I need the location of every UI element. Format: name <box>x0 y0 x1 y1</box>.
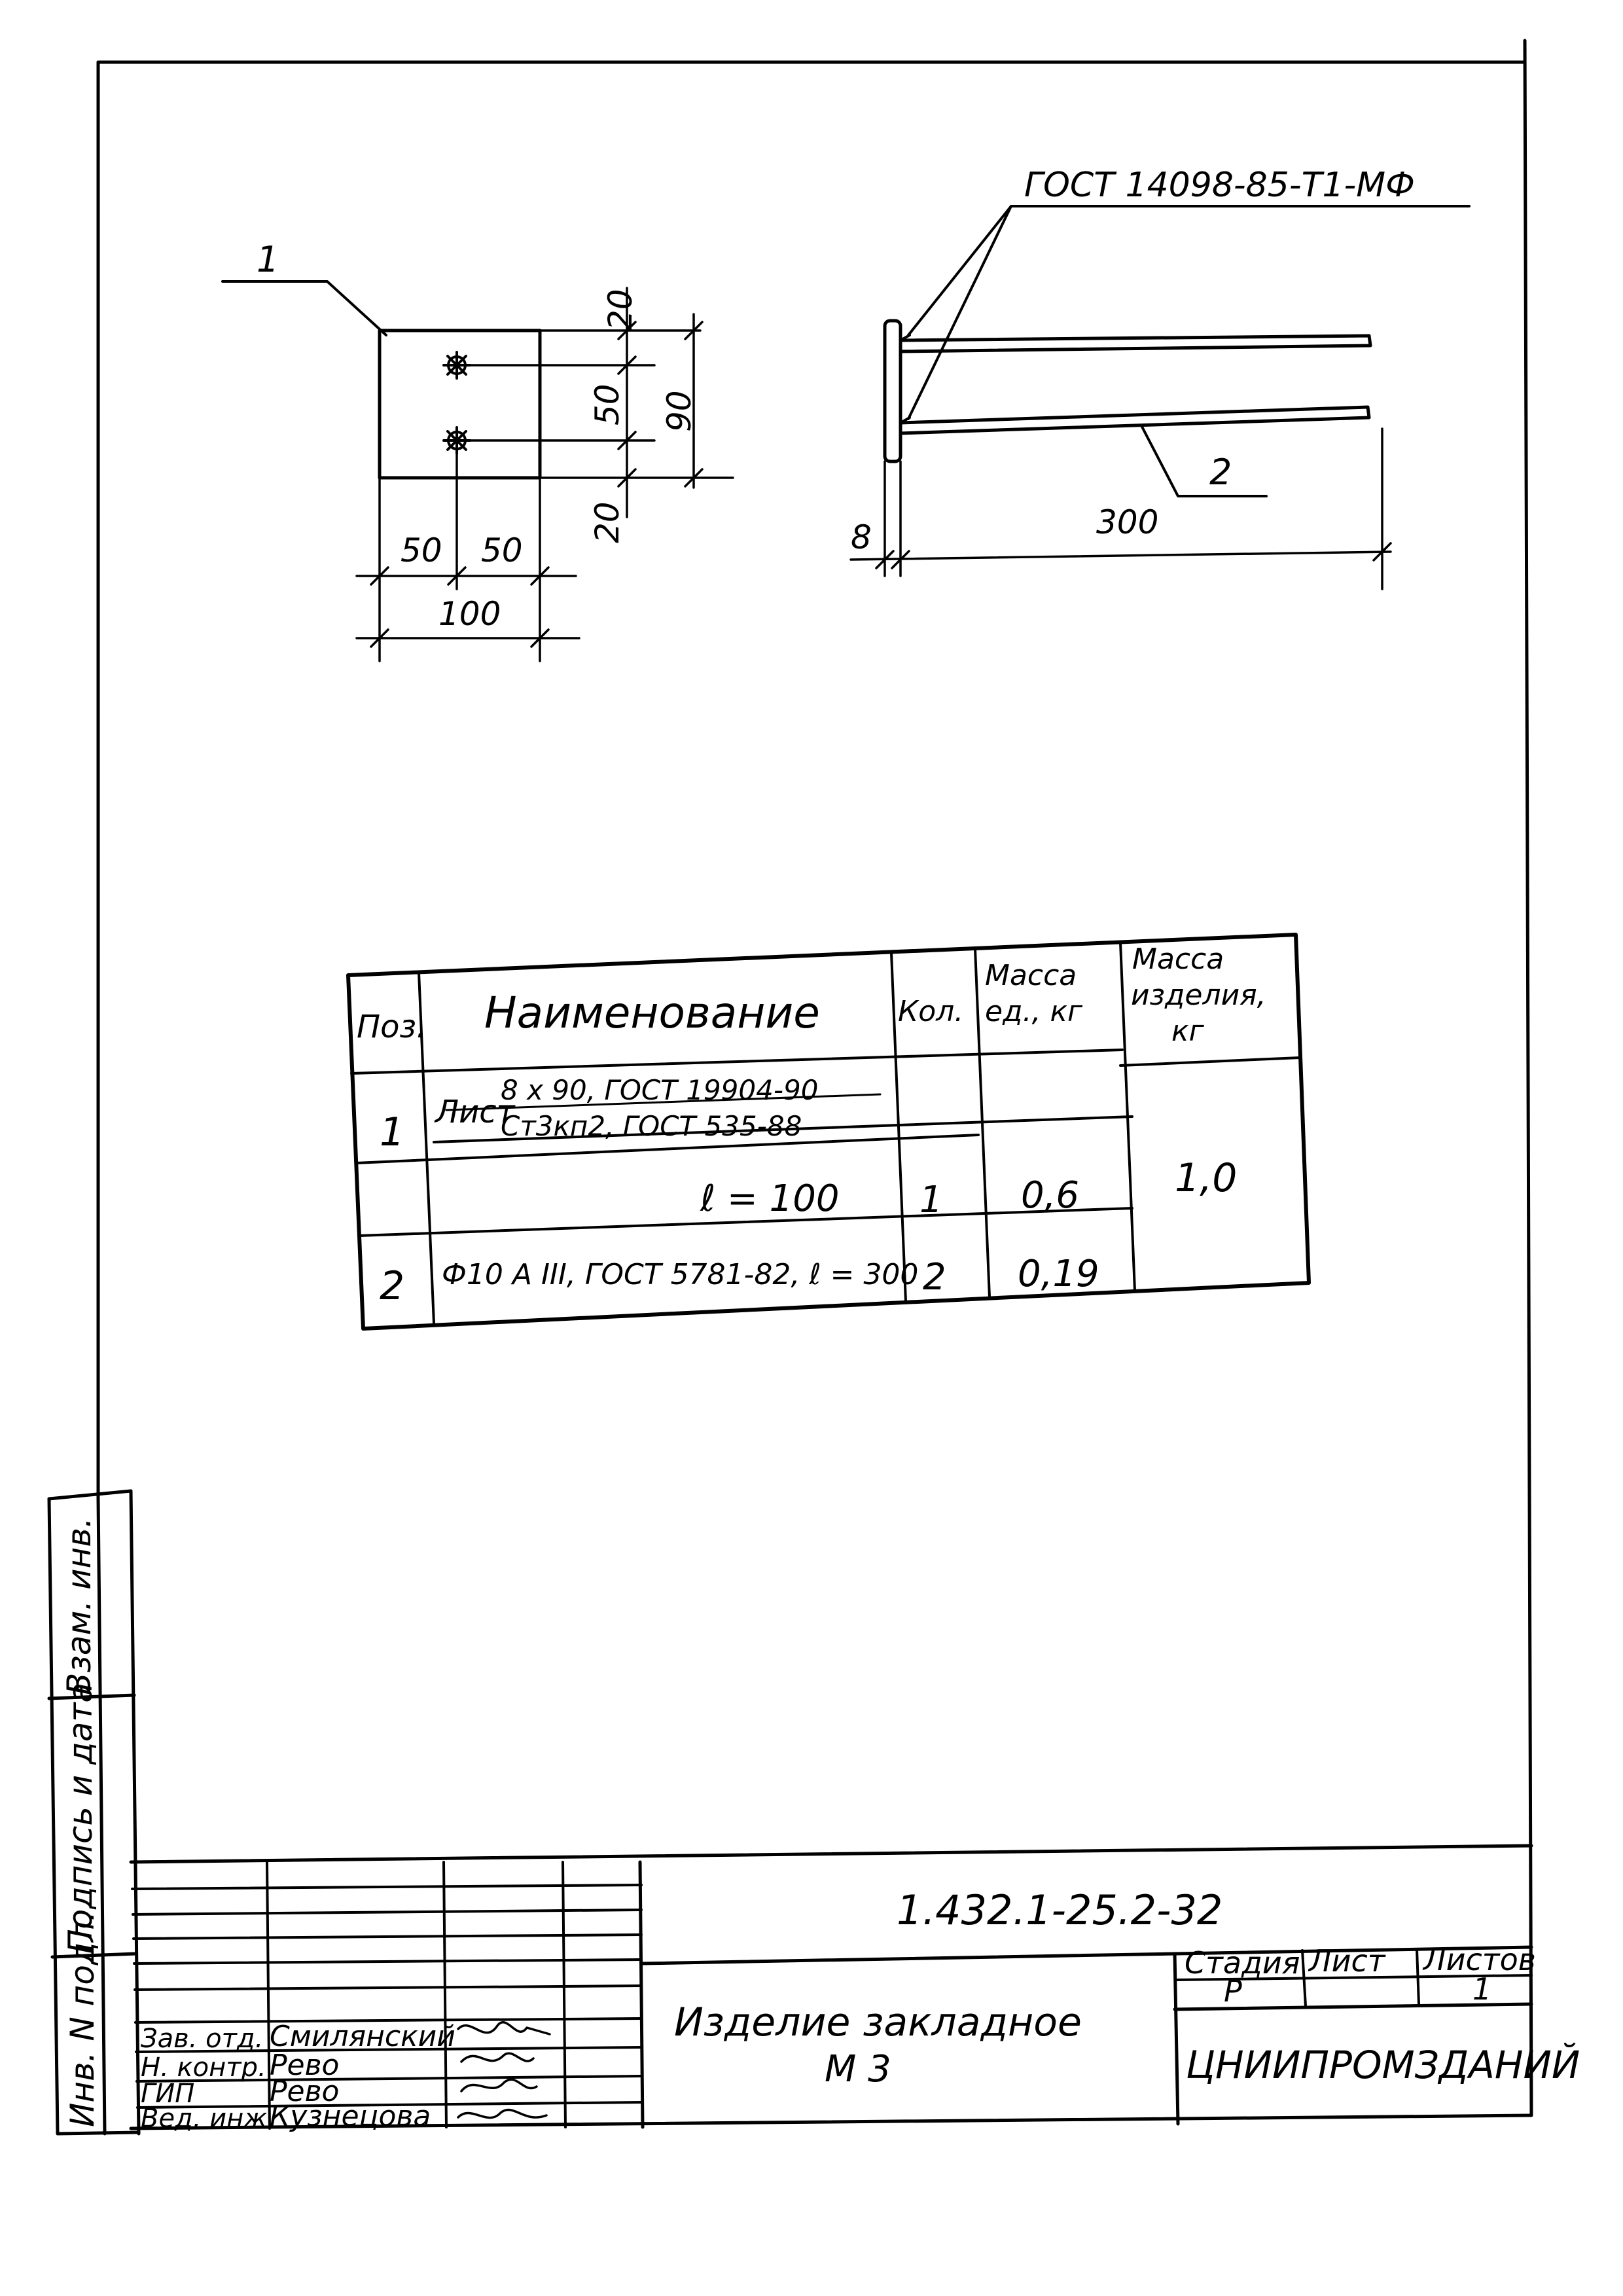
dim-total-height: 90 <box>660 390 698 432</box>
drawing-frame <box>96 39 1533 2130</box>
sheet-header: Лист <box>1308 1943 1386 1979</box>
total-mass-value: 1,0 <box>1175 1155 1237 1201</box>
weld-note: ГОСТ 14098-85-Т1-МФ <box>1024 166 1415 205</box>
signature-name-2: Рево <box>270 2049 339 2082</box>
plate-front-view <box>221 280 542 480</box>
side-stamp-replace-label: Взам. инв. <box>60 1517 98 1695</box>
signature-marks <box>457 2021 551 2119</box>
plate-vertical-dimensions <box>465 287 734 518</box>
side-plate <box>883 319 902 463</box>
table-header-total-mass-3: кг <box>1171 1014 1205 1048</box>
pos-2-leader <box>1141 425 1268 497</box>
side-view <box>883 205 1471 497</box>
plate-outline <box>378 329 542 480</box>
doc-code: 1.432.1-25.2-32 <box>897 1886 1222 1934</box>
table-header-total-mass-2: изделия, <box>1131 978 1266 1012</box>
row-1-name-numerator: 8 х 90, ГОСТ 19904-90 <box>501 1074 818 1106</box>
side-pos-marker: 2 <box>1209 452 1232 493</box>
dim-top: 20 <box>601 289 639 331</box>
row-3-pos: 2 <box>380 1263 404 1309</box>
drawing-title: Изделие закладное <box>674 2000 1082 2045</box>
signature-name-3: Рево <box>270 2075 339 2108</box>
pos-1-leader <box>221 280 387 336</box>
drawing-labels: 1 20 50 20 90 50 50 100 ГОСТ 14098-85-Т1… <box>257 166 1415 633</box>
signature-role-4: Вед. инж. <box>141 2104 276 2134</box>
title-block: 1.432.1-25.2-32 Изделие закладное М 3 Ст… <box>129 1844 1580 2134</box>
plate-pos-marker: 1 <box>257 239 279 280</box>
table-header-pos: Поз. <box>357 1009 426 1045</box>
stage-value: Р <box>1224 1973 1242 2009</box>
side-stamp-inv-label: Инв. N подл. <box>63 1911 101 2127</box>
row-2-name: ℓ = 100 <box>700 1177 840 1220</box>
organization: ЦНИИПРОМЗДАНИЙ <box>1186 2042 1580 2087</box>
side-view-dimensions <box>849 427 1392 590</box>
weld-leader <box>907 205 1471 420</box>
table-header-unit-mass-1: Масса <box>985 959 1077 992</box>
row-3-qty: 2 <box>923 1256 946 1299</box>
signature-role-3: ГИП <box>141 2079 194 2109</box>
signature-role-1: Зав. отд. <box>141 2024 263 2054</box>
row-1-name-prefix: Лист <box>434 1094 516 1130</box>
table-header-total-mass-1: Масса <box>1132 942 1224 976</box>
row-1-pos: 1 <box>380 1109 404 1155</box>
sheets-value: 1 <box>1472 1971 1491 2007</box>
dim-width: 100 <box>438 595 501 633</box>
row-3-unit-mass: 0,19 <box>1018 1253 1099 1295</box>
side-stamp: Инв. N подл. Подпись и дата Взам. инв. <box>47 1489 141 2136</box>
side-stamp-sign-label: Подпись и дата <box>62 1683 99 1954</box>
spec-table: Поз. Наименование Кол. Масса ед., кг Мас… <box>346 933 1311 1331</box>
plate-horizontal-dimensions <box>355 450 580 662</box>
table-header-name: Наименование <box>484 988 820 1038</box>
row-2-qty: 1 <box>919 1179 943 1221</box>
stage-header: Стадия <box>1185 1945 1300 1981</box>
dim-bottom: 20 <box>588 501 626 543</box>
sheets-header: Листов <box>1422 1942 1536 1977</box>
dim-thickness: 8 <box>851 518 872 556</box>
dim-mid: 50 <box>588 384 626 425</box>
table-header-unit-mass-2: ед., кг <box>985 995 1083 1028</box>
dim-left: 50 <box>401 531 442 569</box>
dim-right: 50 <box>481 531 523 569</box>
row-2-unit-mass: 0,6 <box>1021 1174 1079 1217</box>
dim-length: 300 <box>1096 503 1158 541</box>
rebar-lower <box>899 405 1371 435</box>
table-header-qty: Кол. <box>898 995 963 1028</box>
signature-role-2: Н. контр. <box>141 2053 266 2083</box>
drawing-mark: М 3 <box>825 2048 891 2090</box>
row-3-name: Ф10 А III, ГОСТ 5781-82, ℓ = 300 <box>442 1258 918 1291</box>
signature-name-4: Кузнецова <box>270 2100 431 2133</box>
rebar-upper <box>899 334 1372 353</box>
signature-name-1: Смилянский <box>270 2020 455 2053</box>
row-1-name-denominator: Ст3кп2, ГОСТ 535-88 <box>501 1110 802 1142</box>
